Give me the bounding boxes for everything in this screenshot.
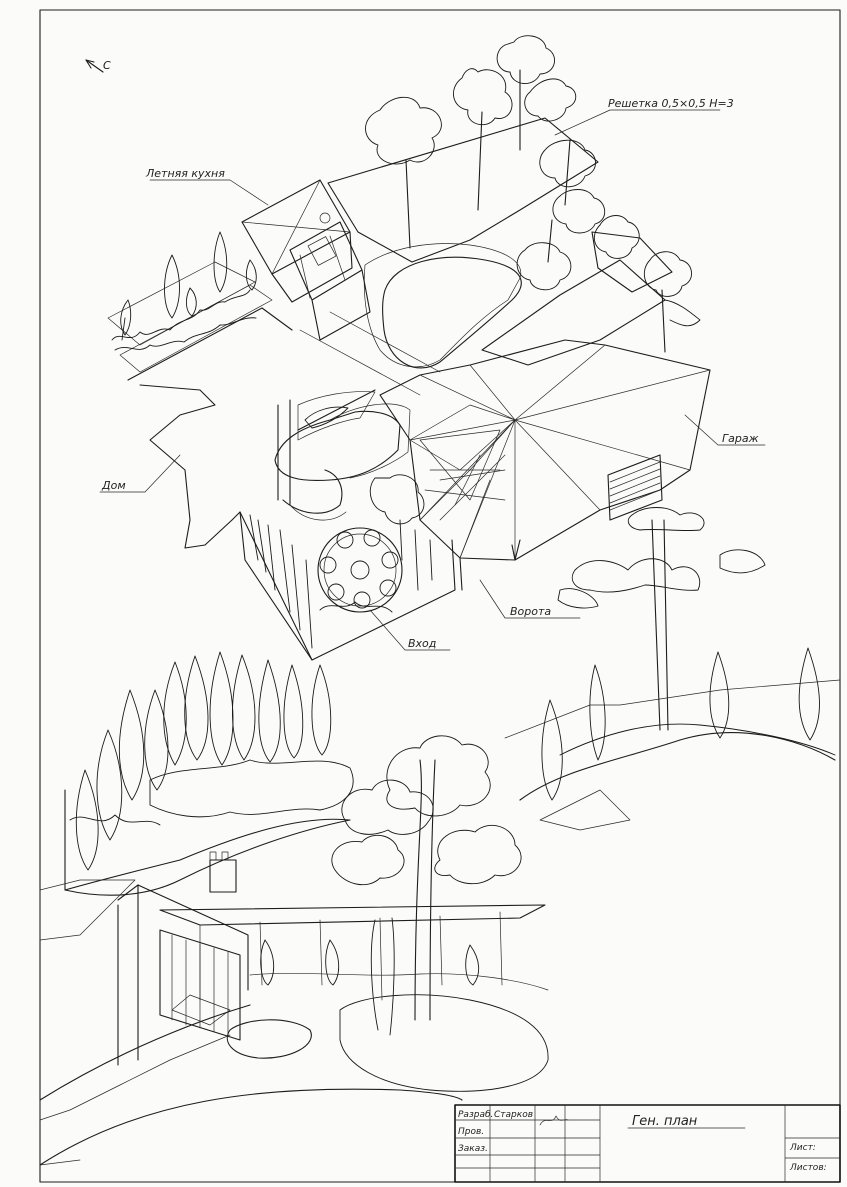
house-terrace (274, 389, 411, 521)
tb-title: Ген. план (632, 1114, 698, 1129)
tb-dev-name: Старков (494, 1110, 533, 1120)
title-block: Разраб. Старков Пров. Заказ. Ген. план Л… (454, 1104, 841, 1183)
upper-trees (365, 35, 701, 353)
pine-tree-right (557, 507, 766, 731)
label-house: Дом (101, 479, 126, 492)
lattice-lower (481, 259, 666, 366)
left-garden-strip (107, 231, 293, 381)
label-garage: Гараж (722, 432, 759, 445)
terrace-canopy (274, 410, 401, 481)
leader-lines (99, 109, 766, 651)
label-gate: Ворота (510, 605, 551, 618)
path-paving (363, 243, 522, 368)
tb-order-label: Заказ. (458, 1144, 488, 1154)
north-arrow: С (85, 59, 111, 73)
garage-roof (379, 339, 711, 591)
north-mark: С (103, 59, 111, 72)
label-summer-kitchen: Летняя кухня (145, 167, 225, 180)
sheet-frame (39, 9, 841, 1183)
perspective-view (39, 647, 841, 1166)
label-grid: Решетка 0,5×0,5 Н=3 (608, 97, 734, 110)
lawn-oval (382, 256, 522, 369)
front-garden (39, 994, 549, 1166)
shrub-band (149, 759, 354, 818)
label-entrance: Вход (408, 637, 436, 650)
tb-sheet-label: Лист: (789, 1143, 816, 1153)
summer-kitchen-pavilion (241, 179, 371, 341)
axonometric-plan (107, 35, 766, 731)
central-tree (331, 735, 522, 1021)
cypress-row (75, 651, 332, 871)
lattice-main (327, 117, 599, 263)
house-outline (139, 384, 241, 549)
walkway (299, 311, 441, 396)
house-facade (117, 851, 549, 1066)
entrance-garden (239, 474, 456, 661)
lattice-side (591, 231, 673, 293)
tb-sheets-label: Листов: (789, 1163, 827, 1173)
tb-dev-label: Разраб. (458, 1110, 493, 1120)
tb-check-label: Пров. (458, 1127, 484, 1137)
retaining-wall (64, 789, 351, 891)
right-hill (504, 647, 841, 831)
